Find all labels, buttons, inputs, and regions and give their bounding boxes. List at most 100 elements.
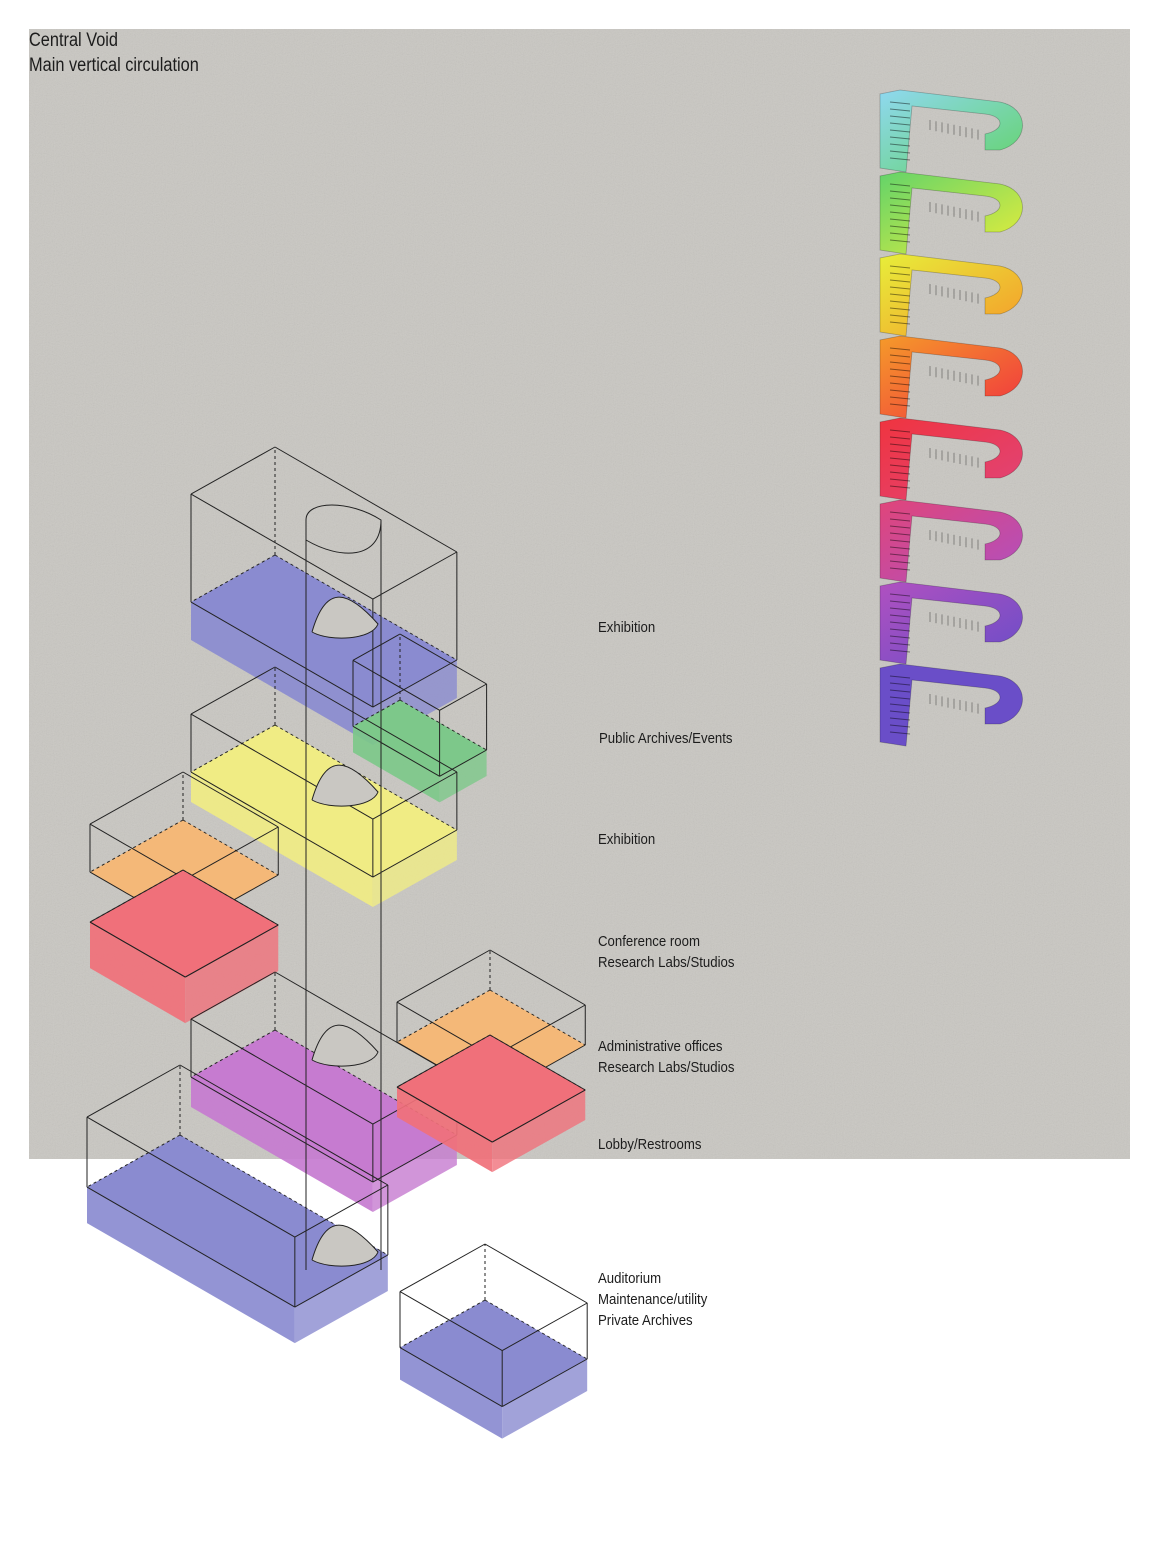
label-exhibition-top: Exhibition xyxy=(598,619,656,636)
stair-tread xyxy=(889,593,911,597)
volume-conference-left xyxy=(89,869,279,1024)
volume-research-left-edge xyxy=(182,771,279,828)
volume-auditorium-edge xyxy=(399,1291,503,1352)
volume-conference-right-edge xyxy=(396,1034,491,1088)
volume-public-archives-edge xyxy=(352,725,440,777)
label-research-1: Research Labs/Studios xyxy=(598,954,735,971)
stair-tread xyxy=(889,225,911,229)
volume-conference-left-edge xyxy=(185,924,279,978)
stair-tread xyxy=(889,211,911,215)
stair-tread xyxy=(889,429,911,433)
volume-research-left-edge xyxy=(89,771,184,825)
stair-landing xyxy=(879,335,1023,419)
label-conference-research: Conference room Research Labs/Studios xyxy=(598,931,734,973)
stair-tread xyxy=(889,150,911,154)
label-private-archives: Private Archives xyxy=(598,1312,693,1329)
volume-auditorium-edge xyxy=(501,1302,588,1352)
stair-tread xyxy=(889,190,911,194)
volume-lobby-edge xyxy=(86,1186,296,1308)
volume-conference-left-slab-side xyxy=(185,925,279,1024)
stair-tread xyxy=(889,539,911,543)
volume-auditorium-edge xyxy=(399,1347,503,1408)
stair-landing xyxy=(879,89,1023,173)
volume-research-left-edge xyxy=(182,819,279,876)
stair-tread xyxy=(889,717,911,721)
volume-admin-edge xyxy=(190,1076,374,1183)
volume-conference-right-slab-front xyxy=(397,1087,493,1173)
stair-tread xyxy=(889,731,911,735)
label-admin: Administrative offices xyxy=(598,1038,723,1055)
volume-conference-left-edge xyxy=(89,921,186,978)
volume-auditorium-edge xyxy=(484,1243,588,1304)
stair-tread xyxy=(889,183,911,187)
volume-exhibition-mid-edge xyxy=(274,666,458,773)
volume-exhibition-mid-edge xyxy=(190,771,374,878)
stair-tread xyxy=(889,511,911,515)
stair-flight-8 xyxy=(879,663,1023,747)
stair-tread xyxy=(889,307,911,311)
stair-tread xyxy=(889,689,911,693)
volume-exhibition-mid-slab-front xyxy=(191,772,373,908)
volume-exhibition-top-edge xyxy=(190,601,374,708)
stair-tread xyxy=(889,265,911,269)
volume-lobby-edge xyxy=(86,1064,181,1118)
stair-tread xyxy=(889,642,911,646)
void-opening-4 xyxy=(311,1224,379,1267)
volume-auditorium-slab-front xyxy=(400,1347,503,1439)
volume-conference-right-edge xyxy=(489,1034,586,1091)
volume-lobby-slab-side xyxy=(294,1255,388,1344)
volume-exhibition-top-edge xyxy=(274,554,458,661)
volume-admin xyxy=(190,971,458,1213)
stair-tread xyxy=(889,204,911,208)
volume-public-archives-slab-side xyxy=(439,750,487,803)
volume-exhibition-mid-edge xyxy=(190,666,276,715)
title-line-2: Main vertical circulation xyxy=(29,55,199,76)
stair-tread xyxy=(889,129,911,133)
stair-landing xyxy=(879,417,1023,501)
stair-tread xyxy=(889,443,911,447)
volume-public-archives-edge xyxy=(439,683,487,711)
label-public-archives: Public Archives/Events xyxy=(599,730,733,747)
volume-conference-right-edge xyxy=(396,1086,493,1143)
volume-exhibition-top-edge xyxy=(274,446,458,553)
stair-tread xyxy=(889,457,911,461)
stair-flight-1 xyxy=(879,89,1023,173)
stair-tread xyxy=(889,403,911,407)
volume-conference-left-floor xyxy=(90,870,279,978)
stair-tread xyxy=(889,703,911,707)
stair-tread xyxy=(889,450,911,454)
volume-exhibition-mid-edge xyxy=(274,724,458,831)
stair-tread xyxy=(889,101,911,105)
volume-research-left-edge xyxy=(185,826,279,880)
stair-landing xyxy=(879,499,1023,583)
stair-tread xyxy=(889,122,911,126)
volume-lobby-edge xyxy=(86,1116,296,1238)
stair-tread xyxy=(889,286,911,290)
label-lobby: Lobby/Restrooms xyxy=(598,1136,702,1153)
label-conference: Conference room xyxy=(598,933,700,950)
stair-tread xyxy=(889,471,911,475)
volume-exhibition-top-edge xyxy=(190,493,374,600)
stair-tread xyxy=(889,375,911,379)
stair-tread xyxy=(889,361,911,365)
void-opening-3 xyxy=(311,1024,379,1067)
stair-tread xyxy=(889,553,911,557)
volume-admin-floor xyxy=(191,1030,457,1183)
stair-tread xyxy=(889,478,911,482)
volume-lobby-slab-front xyxy=(87,1187,295,1344)
stair-flight-5 xyxy=(879,417,1023,501)
stair-tread xyxy=(889,115,911,119)
volume-exhibition-top-edge xyxy=(190,446,276,495)
stair-tread xyxy=(889,382,911,386)
volume-public-archives-edge xyxy=(352,699,401,727)
volume-admin-edge xyxy=(190,971,276,1020)
volume-conference-right-floor xyxy=(397,1035,586,1143)
volume-public-archives-edge xyxy=(399,633,487,685)
volume-exhibition-mid-edge xyxy=(372,829,458,878)
label-exhibition-mid: Exhibition xyxy=(598,831,656,848)
volume-conference-right-edge xyxy=(492,1089,586,1143)
stair-tread xyxy=(889,368,911,372)
stair-tread xyxy=(889,300,911,304)
volume-lobby-edge xyxy=(179,1064,389,1186)
